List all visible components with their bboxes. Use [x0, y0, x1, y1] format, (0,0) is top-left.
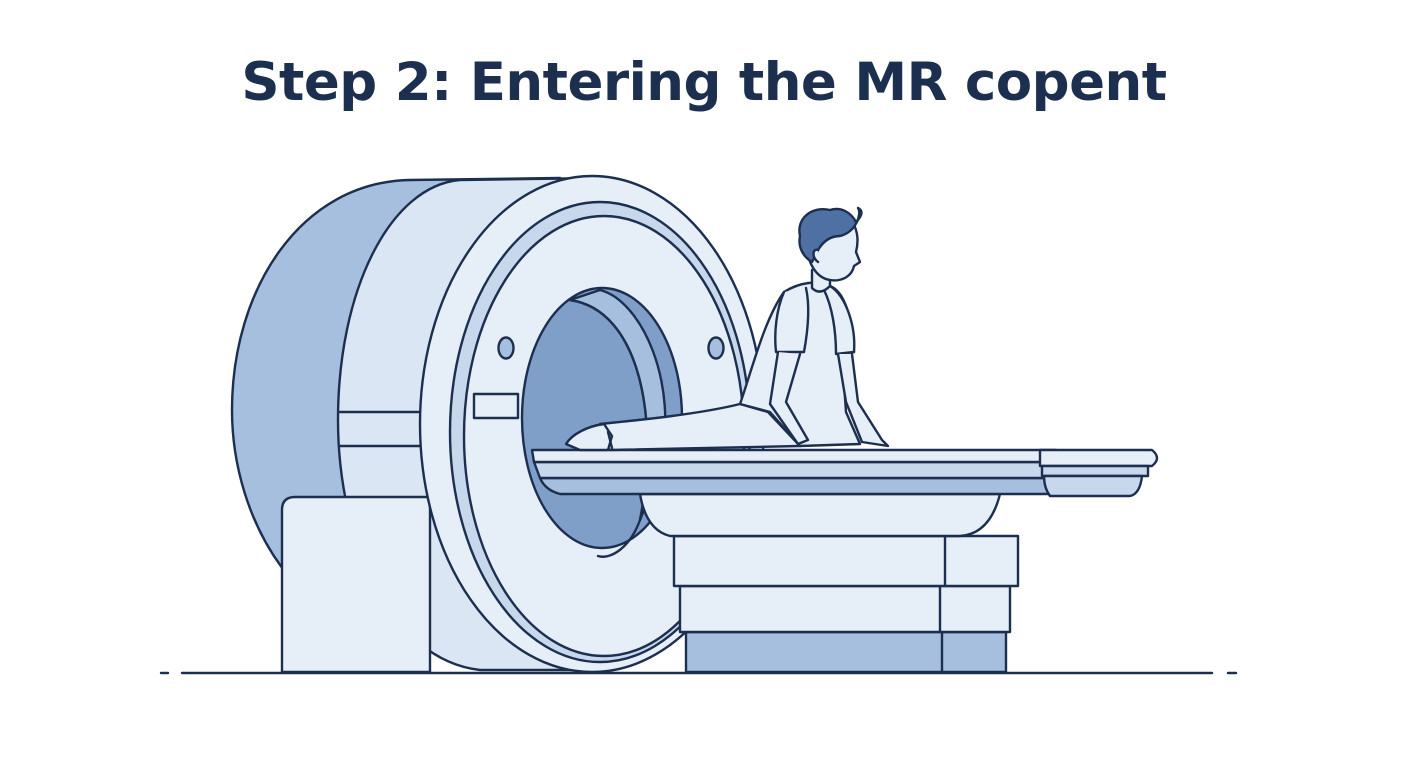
table-bed-lower [538, 476, 1052, 496]
table-column-middle [678, 584, 1012, 634]
table-bed-middle [532, 460, 1062, 480]
patient-table [530, 448, 1159, 674]
scanner-panel [472, 392, 520, 420]
scanner-light-left [497, 336, 515, 360]
patient-figure [564, 206, 890, 452]
scanner-base [280, 495, 432, 674]
table-extension [1038, 448, 1159, 468]
table-bed-top [530, 448, 1061, 464]
scanner-light-right [707, 336, 725, 360]
patient-feet [564, 422, 614, 452]
table-cradle [638, 492, 1002, 538]
page-title: Step 2: Entering the MR copent [241, 52, 1167, 113]
patient-arm-right [836, 352, 890, 448]
table-column-upper [672, 534, 1020, 588]
patient-hair [798, 206, 863, 264]
table-column-lower [684, 630, 1008, 674]
patient-arm-left [768, 350, 810, 446]
